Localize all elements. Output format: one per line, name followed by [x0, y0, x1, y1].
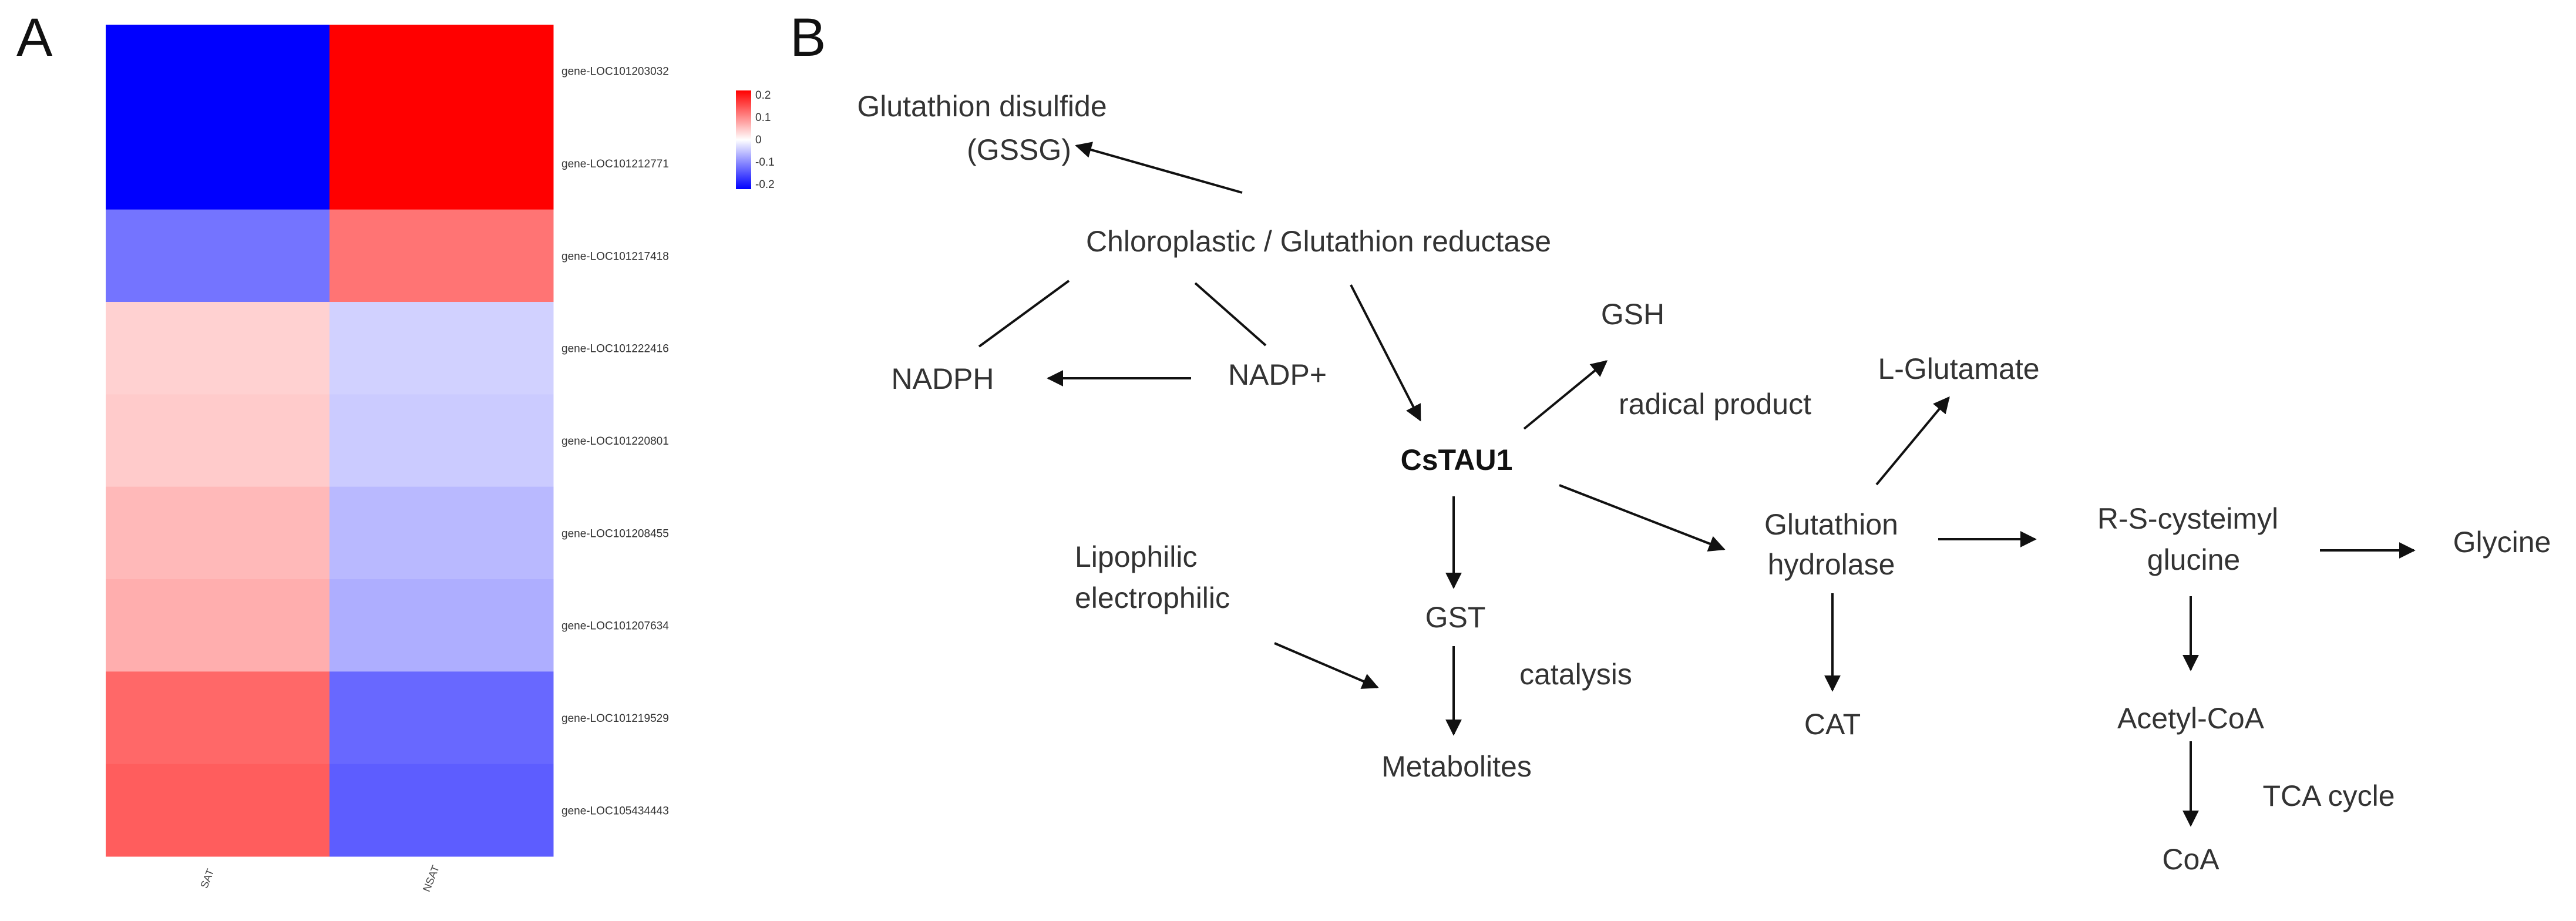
heatmap-cell [106, 302, 330, 395]
node-cat: CAT [1804, 708, 1861, 741]
edge-reductase-to-gssg [1075, 142, 1243, 194]
heatmap-cell [106, 579, 330, 672]
legend-tick-label: 0.2 [755, 89, 771, 102]
edge-cstau1-to-gsh [1523, 360, 1608, 430]
panel-letter-a: A [16, 8, 53, 68]
edge-reductase-to-cstau1 [1350, 284, 1421, 422]
heatmap-cell [106, 764, 330, 857]
legend-colorbar [736, 90, 751, 189]
node-l-glutamate: L-Glutamate [1878, 352, 2039, 385]
heatmap-cell [329, 579, 554, 672]
gene-label: gene-LOC101220801 [561, 435, 669, 448]
gene-label: gene-LOC101203032 [561, 66, 669, 78]
heatmap-cell [329, 209, 554, 302]
node-glutathion-reductase: Chloroplastic / Glutathion reductase [1086, 225, 1551, 258]
node-glucine: glucine [2147, 543, 2240, 576]
gene-label: gene-LOC101219529 [561, 712, 669, 725]
node-coa: CoA [2162, 843, 2219, 876]
gene-label: gene-LOC105434443 [561, 805, 669, 817]
color-legend: 0.2 0.1 0 -0.1 -0.2 [736, 89, 775, 191]
edge-cstau1-to-hydrolase [1559, 484, 1726, 552]
node-gssg: Glutathion disulfide [857, 90, 1107, 123]
edge-hydrolase-to-l-glutamate [1875, 396, 1950, 486]
node-acetyl-coa: Acetyl-CoA [2117, 702, 2265, 735]
gene-label: gene-LOC101222416 [561, 343, 669, 355]
edge-reductase-to-nadph-bar [978, 280, 1070, 348]
node-glycine: Glycine [2453, 526, 2551, 559]
legend-tick-label: -0.1 [755, 156, 775, 169]
node-r-s-cysteimyl: R-S-cysteimyl [2097, 502, 2278, 535]
heatmap-cell [329, 117, 554, 210]
gene-label: gene-LOC101208455 [561, 527, 669, 540]
gene-labels: gene-LOC101203032 gene-LOC101212771 gene-L… [561, 66, 669, 818]
heatmap-cell [329, 764, 554, 857]
node-gssg-abbrev: (GSSG) [967, 133, 1071, 166]
pathway-edges [978, 142, 2416, 827]
heatmap-cell [106, 486, 330, 580]
gene-label: gene-LOC101217418 [561, 250, 669, 263]
node-cstau1: CsTAU1 [1401, 443, 1513, 476]
heatmap-cell [106, 117, 330, 210]
heatmap-cell [329, 486, 554, 580]
heatmap-cell [329, 394, 554, 488]
node-gsh: GSH [1601, 298, 1664, 331]
node-tca-cycle: TCA cycle [2262, 779, 2395, 812]
node-glutathion: Glutathion [1764, 508, 1898, 541]
heatmap-cell [106, 671, 330, 765]
node-gst: GST [1425, 601, 1486, 634]
legend-tick-label: 0 [755, 134, 762, 146]
node-hydrolase: hydrolase [1768, 548, 1895, 581]
node-electrophilic: electrophilic [1075, 581, 1230, 614]
heatmap-cell [329, 302, 554, 395]
heatmap-cell [106, 209, 330, 302]
node-radical-product: radical product [1619, 388, 1811, 421]
node-nadph: NADPH [891, 362, 994, 395]
heatmap-cell [329, 671, 554, 765]
heatmap-cell [329, 25, 554, 117]
gene-label: gene-LOC101212771 [561, 158, 669, 170]
edge-reductase-to-nadp-bar [1194, 282, 1267, 347]
panel-letter-b: B [790, 8, 826, 68]
legend-tick-label: 0.1 [755, 112, 771, 124]
pathway-nodes: Glutathion disulfide (GSSG) Chloroplasti… [857, 90, 2551, 876]
node-lipophilic: Lipophilic [1075, 540, 1197, 573]
legend-tick-label: -0.2 [755, 179, 775, 191]
node-catalysis: catalysis [1519, 658, 1632, 691]
gene-label: gene-LOC101207634 [561, 620, 669, 633]
node-nadp: NADP+ [1228, 358, 1327, 391]
heatmap-cells [106, 25, 554, 857]
edge-lipophilic-to-metabolites [1274, 642, 1379, 689]
heatmap-cell [106, 394, 330, 488]
node-metabolites: Metabolites [1381, 750, 1532, 783]
heatmap-cell [106, 25, 330, 117]
